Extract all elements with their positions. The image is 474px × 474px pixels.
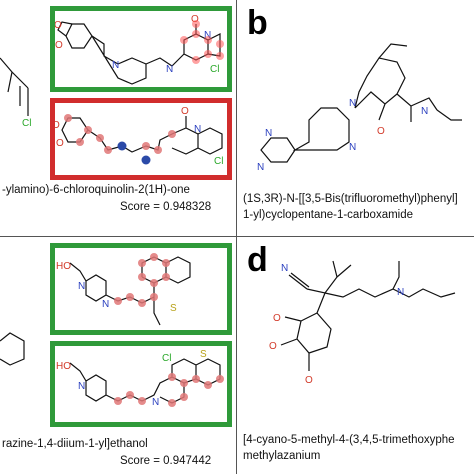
green-highlight-frame-bottom <box>50 341 232 427</box>
svg-text:O: O <box>55 40 63 51</box>
svg-text:N: N <box>78 281 85 292</box>
svg-text:N: N <box>265 128 272 139</box>
partial-benzene-ring <box>0 332 25 366</box>
svg-text:O: O <box>181 106 189 117</box>
compound-name-line1: (1S,3R)-N-[[3,5-Bis(trifluoromethyl)phen… <box>243 193 458 205</box>
bottom-molecule-bonds <box>69 358 221 404</box>
compound-name-line2: 1-yl)cyclopentane-1-carboxamide <box>243 209 414 221</box>
compound-name-line1: [4-cyano-5-methyl-4-(3,4,5-trimethoxyphe <box>243 434 455 446</box>
panel-d: d N N O O O [4-cyano-5-methyl-4-(3,4,5-t… <box>237 237 474 474</box>
green-highlight-frame <box>50 6 232 92</box>
panel-a-structures: Cl O O N N O N Cl O O O N Cl <box>0 14 224 167</box>
panel-d-structure: N N O O O <box>269 260 456 386</box>
svg-text:S: S <box>170 303 177 314</box>
panel-b: b N N N N O N (1S,3R)-N-[[3,5-Bis(triflu… <box>237 0 474 237</box>
panel-letter-d: d <box>247 241 268 279</box>
panel-letter-b: b <box>247 4 268 42</box>
svg-text:O: O <box>305 375 313 386</box>
partial-benzene-ring <box>0 57 29 110</box>
svg-text:N: N <box>204 30 211 41</box>
compound-name: razine-1,4-diium-1-yl]ethanol <box>2 438 148 450</box>
svg-text:Cl: Cl <box>162 353 171 364</box>
panel-a: Cl O O N N O N Cl O O O N Cl -ylamino)-6… <box>0 0 237 237</box>
svg-text:N: N <box>281 263 288 274</box>
svg-text:N: N <box>421 106 428 117</box>
svg-text:N: N <box>349 142 356 153</box>
red-highlight-frame <box>50 98 232 180</box>
similarity-score: Score = 0.948328 <box>120 201 212 213</box>
svg-text:N: N <box>78 381 85 392</box>
svg-text:N: N <box>194 124 201 135</box>
panel-c: HO N N S HO N N Cl S razine-1,4-diium-1-… <box>0 237 237 474</box>
svg-text:N: N <box>166 64 173 75</box>
svg-text:O: O <box>377 126 385 137</box>
panel-c-structures: HO N N S HO N N Cl S <box>0 253 224 408</box>
svg-text:O: O <box>191 14 199 25</box>
svg-text:O: O <box>269 341 277 352</box>
svg-text:O: O <box>273 313 281 324</box>
similarity-score: Score = 0.947442 <box>120 455 212 467</box>
atom-cl-left: Cl <box>22 118 31 129</box>
compound-name: -ylamino)-6-chloroquinolin-2(1H)-one <box>2 184 190 196</box>
svg-text:HO: HO <box>56 261 71 272</box>
svg-text:N: N <box>112 60 119 71</box>
svg-text:N: N <box>349 98 356 109</box>
svg-text:O: O <box>52 120 60 131</box>
compound-name-line2: methylazanium <box>243 450 321 462</box>
compound-d-bonds <box>280 260 456 371</box>
svg-text:N: N <box>152 397 159 408</box>
svg-text:Cl: Cl <box>214 156 223 167</box>
svg-text:N: N <box>257 162 264 173</box>
panel-b-structure: N N N N O N <box>257 43 462 173</box>
svg-text:O: O <box>56 138 64 149</box>
svg-text:Cl: Cl <box>210 64 219 75</box>
svg-text:O: O <box>54 20 62 31</box>
svg-text:N: N <box>397 287 404 298</box>
compound-b-bonds <box>260 43 462 163</box>
svg-text:S: S <box>200 349 207 360</box>
green-highlight-frame-top <box>50 243 232 335</box>
svg-text:HO: HO <box>56 361 71 372</box>
svg-text:N: N <box>102 299 109 310</box>
